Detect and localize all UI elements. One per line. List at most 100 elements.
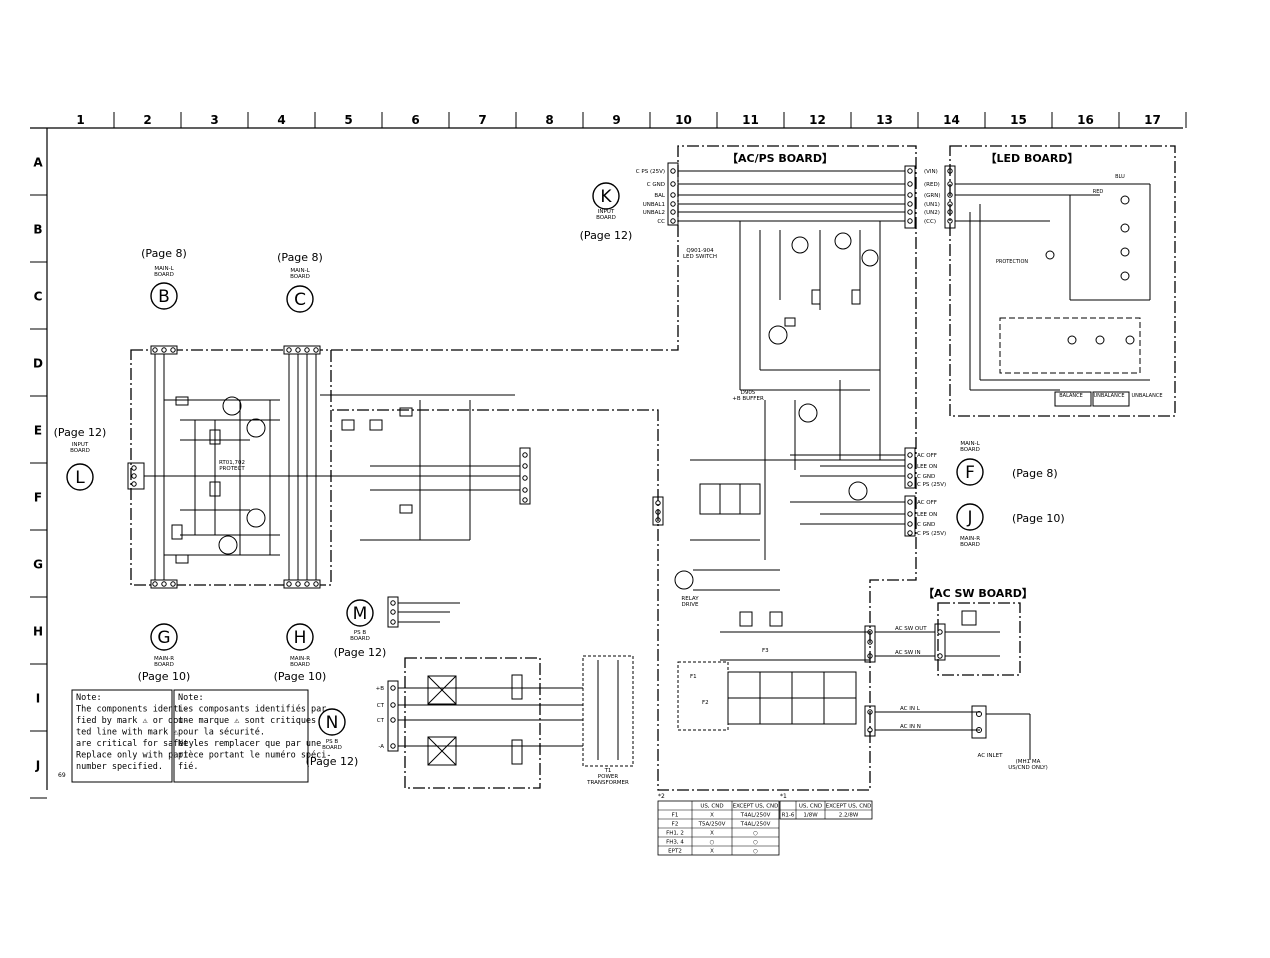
pin-label: C GND	[917, 474, 935, 480]
connector-letter: K	[600, 187, 612, 207]
table-cell: US, CND	[700, 804, 723, 810]
led-part-label: UNBALANCE	[1132, 393, 1163, 399]
table-cell: 2.2/8W	[839, 813, 859, 819]
connector-page-ref: (Page 12)	[306, 755, 359, 768]
psb-block	[387, 596, 583, 789]
grid-row-label: F	[34, 491, 42, 505]
acps-part-label: D905+B BUFFER	[732, 390, 764, 402]
pin-label: C PS (25V)	[917, 482, 946, 488]
connector-letter: B	[158, 287, 170, 307]
grid-row-label: B	[33, 223, 42, 237]
acps-part-label: AC INLET	[978, 753, 1004, 759]
table-cell: 1/8W	[803, 813, 818, 819]
pin-label: LEE ON	[917, 464, 937, 470]
fuse-label: F3	[762, 648, 769, 654]
led-part-label: UNBALANCE	[1094, 393, 1125, 399]
grid-column-label: 4	[277, 113, 285, 127]
grid-row-label: C	[34, 290, 43, 304]
safety-notes: Note:The components identi-fied by mark …	[71, 689, 332, 783]
pin-label: UNBAL2	[643, 210, 665, 216]
pin-label: AC IN L	[900, 706, 921, 712]
pin-label: C GND	[917, 522, 935, 528]
pin-label: (GRN)	[924, 193, 941, 199]
grid-column-label: 13	[876, 113, 893, 127]
connector-letter: N	[326, 713, 339, 733]
table-cell: EXCEPT US, CND	[826, 804, 872, 810]
connector-letter: H	[294, 628, 307, 648]
connector-letter: M	[353, 604, 368, 624]
pin-label: BAL	[654, 193, 666, 199]
grid-column-label: 14	[943, 113, 960, 127]
connector-page-ref: (Page 8)	[1012, 467, 1058, 480]
grid-row-label: D	[33, 357, 43, 371]
acps-main-block	[300, 145, 917, 791]
table-cell: X	[710, 831, 714, 837]
connector-page-ref: (Page 10)	[138, 670, 191, 683]
grid-row-label: I	[36, 692, 40, 706]
led-part-label: RED	[1093, 189, 1104, 195]
grid-column-label: 3	[210, 113, 218, 127]
grid-column-label: 9	[612, 113, 620, 127]
connector-letter: L	[75, 468, 85, 488]
pin-label: (UN2)	[924, 210, 940, 216]
grid-row-label: A	[33, 156, 43, 170]
pin-label: CC	[657, 219, 665, 225]
table-cell: ○	[710, 840, 715, 846]
table-cell: ○	[753, 831, 758, 837]
table-cell: ○	[753, 840, 758, 846]
grid-column-label: 10	[675, 113, 692, 127]
pin-label: (UN1)	[924, 202, 940, 208]
grid-column-label: 12	[809, 113, 826, 127]
table-cell: R1-6	[782, 813, 795, 819]
fuse-label: F2	[702, 700, 709, 706]
grid-column-label: 17	[1144, 113, 1161, 127]
table-label: *1	[780, 793, 787, 800]
fuse-label: F1	[690, 674, 697, 680]
led-board-block	[944, 145, 1176, 417]
note-english: Note:The components identi-fied by mark …	[76, 693, 199, 772]
grid-column-label: 6	[411, 113, 419, 127]
grid-row-label: G	[33, 558, 43, 572]
grid-column-label: 1	[76, 113, 84, 127]
pin-label: UNBAL1	[643, 202, 665, 208]
grid-column-label: 2	[143, 113, 151, 127]
pin-label: AC OFF	[917, 500, 937, 506]
acps-board-title: 【AC/PS BOARD】	[727, 152, 833, 165]
acsw-board-block	[875, 602, 1031, 760]
pin-label: CT	[377, 703, 385, 709]
pin-label: (VIN)	[924, 169, 938, 175]
pin-label: CT	[377, 718, 385, 724]
table-cell: T4AL/250V	[740, 822, 771, 828]
pin-label: (RED)	[924, 182, 940, 188]
connector-page-ref: (Page 8)	[277, 251, 323, 264]
pin-label: C PS (25V)	[636, 169, 665, 175]
pin-label: C GND	[647, 182, 665, 188]
grid-column-label: 11	[742, 113, 759, 127]
connector-page-ref: (Page 10)	[274, 670, 327, 683]
connector-letter: G	[157, 628, 170, 648]
grid-column-label: 16	[1077, 113, 1094, 127]
